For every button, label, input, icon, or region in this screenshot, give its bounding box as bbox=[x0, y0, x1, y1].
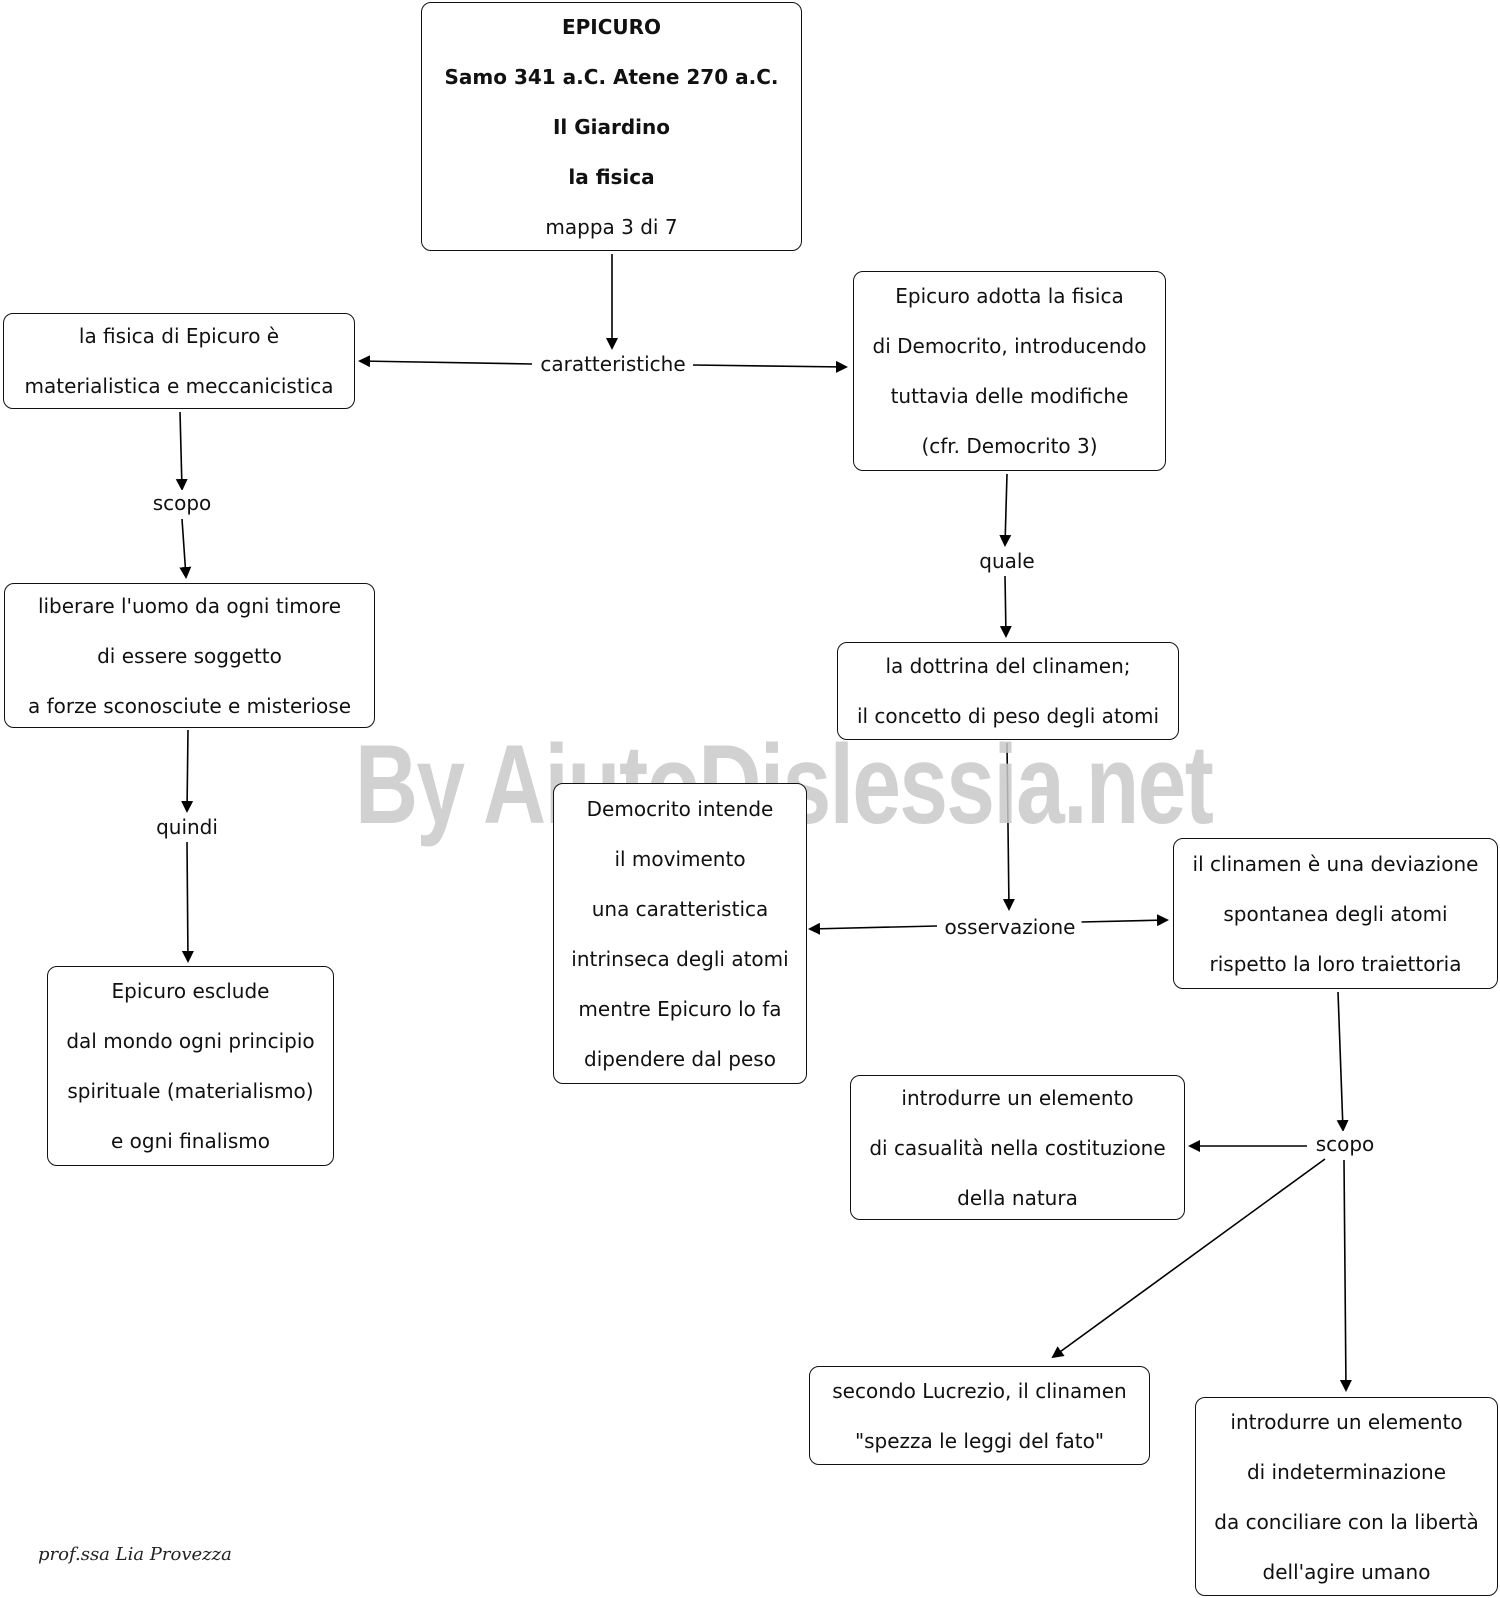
node-text: dell'agire umano bbox=[1262, 1559, 1431, 1584]
node-text: materialistica e meccanicistica bbox=[24, 374, 334, 398]
node-text: il clinamen è una deviazione bbox=[1192, 851, 1479, 876]
title-node: EPICURO Samo 341 a.C. Atene 270 a.C. Il … bbox=[421, 2, 802, 251]
node-text: intrinseca degli atomi bbox=[571, 946, 789, 971]
node-indeterminazione: introdurre un elemento di indeterminazio… bbox=[1195, 1397, 1498, 1596]
node-text: tuttavia delle modifiche bbox=[890, 384, 1129, 408]
node-lucrezio: secondo Lucrezio, il clinamen "spezza le… bbox=[809, 1366, 1150, 1465]
node-text: la fisica di Epicuro è bbox=[78, 324, 280, 348]
link-label-caratteristiche: caratteristiche bbox=[534, 351, 692, 377]
node-text: e ogni finalismo bbox=[111, 1129, 270, 1153]
node-text: mentre Epicuro lo fa bbox=[578, 996, 782, 1021]
node-text: spontanea degli atomi bbox=[1223, 901, 1448, 926]
node-text: di essere soggetto bbox=[97, 643, 282, 668]
node-text: (cfr. Democrito 3) bbox=[921, 434, 1098, 458]
node-text: a forze sconosciute e misteriose bbox=[28, 693, 351, 718]
node-text: rispetto la loro traiettoria bbox=[1209, 951, 1462, 976]
edge-osservazione-to-democrito bbox=[808, 922, 938, 935]
node-text: una caratteristica bbox=[591, 896, 769, 921]
node-text: di Democrito, introducendo bbox=[872, 334, 1147, 358]
link-label-scopo-right: scopo bbox=[1309, 1131, 1381, 1157]
node-text: "spezza le leggi del fato" bbox=[854, 1428, 1105, 1453]
title-line: EPICURO bbox=[561, 14, 662, 39]
node-text: Epicuro adotta la fisica bbox=[895, 284, 1124, 308]
edge-quindi-to-esclude bbox=[181, 841, 194, 963]
edge-adotta-to-quale bbox=[999, 473, 1012, 547]
node-clinamen-peso: la dottrina del clinamen; il concetto di… bbox=[837, 642, 1179, 740]
edge-quale-to-clinamen bbox=[999, 575, 1012, 638]
edge-deviazione-to-scopo bbox=[1336, 991, 1349, 1132]
edge-osservazione-to-deviazione bbox=[1080, 914, 1169, 927]
node-text: da conciliare con la libertà bbox=[1214, 1509, 1479, 1534]
edge-caratteristiche-to-fisica bbox=[358, 355, 533, 368]
link-label-scopo: scopo bbox=[146, 490, 218, 516]
link-label-osservazione: osservazione bbox=[938, 914, 1082, 940]
node-text: secondo Lucrezio, il clinamen bbox=[832, 1378, 1127, 1403]
edge-scopo-to-indeterminazione bbox=[1339, 1159, 1352, 1392]
title-line: Il Giardino bbox=[552, 114, 671, 139]
node-text: della natura bbox=[957, 1185, 1078, 1210]
node-text: il movimento bbox=[614, 846, 746, 871]
node-text: liberare l'uomo da ogni timore bbox=[37, 593, 342, 618]
node-liberare-uomo: liberare l'uomo da ogni timore di essere… bbox=[4, 583, 375, 728]
node-text: di indeterminazione bbox=[1246, 1459, 1447, 1484]
node-casualita: introdurre un elemento di casualità nell… bbox=[850, 1075, 1185, 1220]
link-label-quindi: quindi bbox=[150, 814, 224, 840]
edge-scopo-to-liberare bbox=[179, 518, 192, 579]
node-adotta-democrito: Epicuro adotta la fisica di Democrito, i… bbox=[853, 271, 1166, 471]
node-text: spirituale (materialismo) bbox=[67, 1079, 314, 1103]
node-text: introdurre un elemento bbox=[1230, 1409, 1463, 1434]
link-label-quale: quale bbox=[973, 548, 1041, 574]
node-fisica-materialistica: la fisica di Epicuro è materialistica e … bbox=[3, 313, 355, 409]
node-text: di casualità nella costituzione bbox=[869, 1135, 1166, 1160]
edge-liberare-to-quindi bbox=[181, 729, 194, 813]
node-text: dal mondo ogni principio bbox=[66, 1029, 315, 1053]
author-signature: prof.ssa Lia Provezza bbox=[38, 1544, 232, 1565]
node-clinamen-deviazione: il clinamen è una deviazione spontanea d… bbox=[1173, 838, 1498, 989]
node-text: dipendere dal peso bbox=[584, 1046, 776, 1071]
node-text: il concetto di peso degli atomi bbox=[856, 704, 1160, 728]
edge-fisica-to-scopo bbox=[175, 411, 188, 491]
edge-scopo-to-lucrezio bbox=[1051, 1158, 1326, 1359]
title-line: Samo 341 a.C. Atene 270 a.C. bbox=[444, 64, 779, 89]
node-text: Epicuro esclude bbox=[111, 979, 270, 1003]
edge-caratteristiche-to-adotta bbox=[692, 360, 848, 373]
title-line: la fisica bbox=[568, 164, 655, 189]
node-text: introdurre un elemento bbox=[901, 1085, 1134, 1110]
map-counter: mappa 3 di 7 bbox=[545, 214, 678, 239]
node-text: la dottrina del clinamen; bbox=[885, 654, 1131, 678]
node-text: Democrito intende bbox=[586, 796, 774, 821]
edge-clinamen-to-osservazione bbox=[1002, 742, 1015, 911]
node-democrito-intende: Democrito intende il movimento una carat… bbox=[553, 783, 807, 1084]
node-esclude: Epicuro esclude dal mondo ogni principio… bbox=[47, 966, 334, 1166]
